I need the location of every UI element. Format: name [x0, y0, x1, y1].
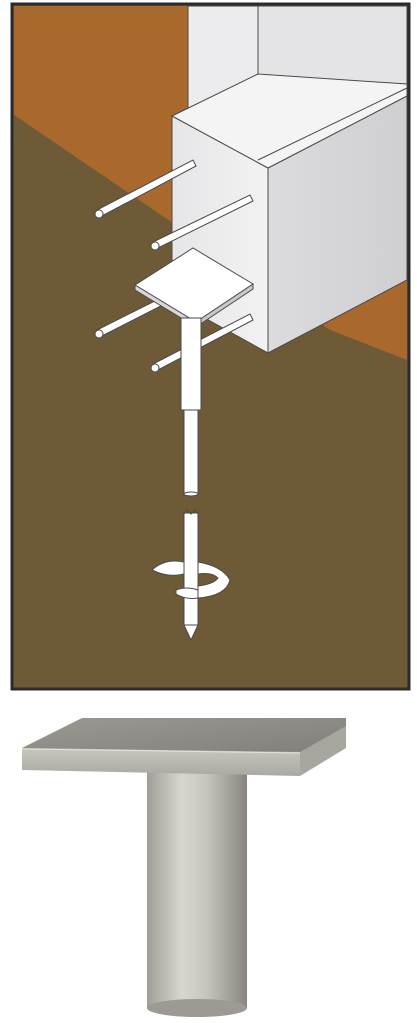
rebar-dowel-3-end	[95, 330, 103, 338]
rebar-dowel-2-end	[151, 242, 159, 250]
pier-shaft	[181, 318, 201, 496]
lead-shaft	[184, 513, 198, 625]
cap-plate-highlight	[22, 749, 300, 753]
pier-shaft-lower	[184, 410, 198, 494]
cap-plate-side-edge	[300, 726, 346, 776]
pier-sleeve	[181, 318, 201, 410]
cap-plate-top	[22, 718, 346, 758]
cap-tube	[147, 770, 247, 1014]
pier-shaft-end	[184, 492, 198, 496]
cap-tube-bottom	[147, 999, 247, 1017]
cap-plate-front-edge	[22, 748, 300, 776]
rebar-dowel-1-end	[95, 210, 103, 218]
helical-pier-diagram	[0, 0, 417, 695]
rebar-dowel-4-end	[151, 364, 159, 372]
